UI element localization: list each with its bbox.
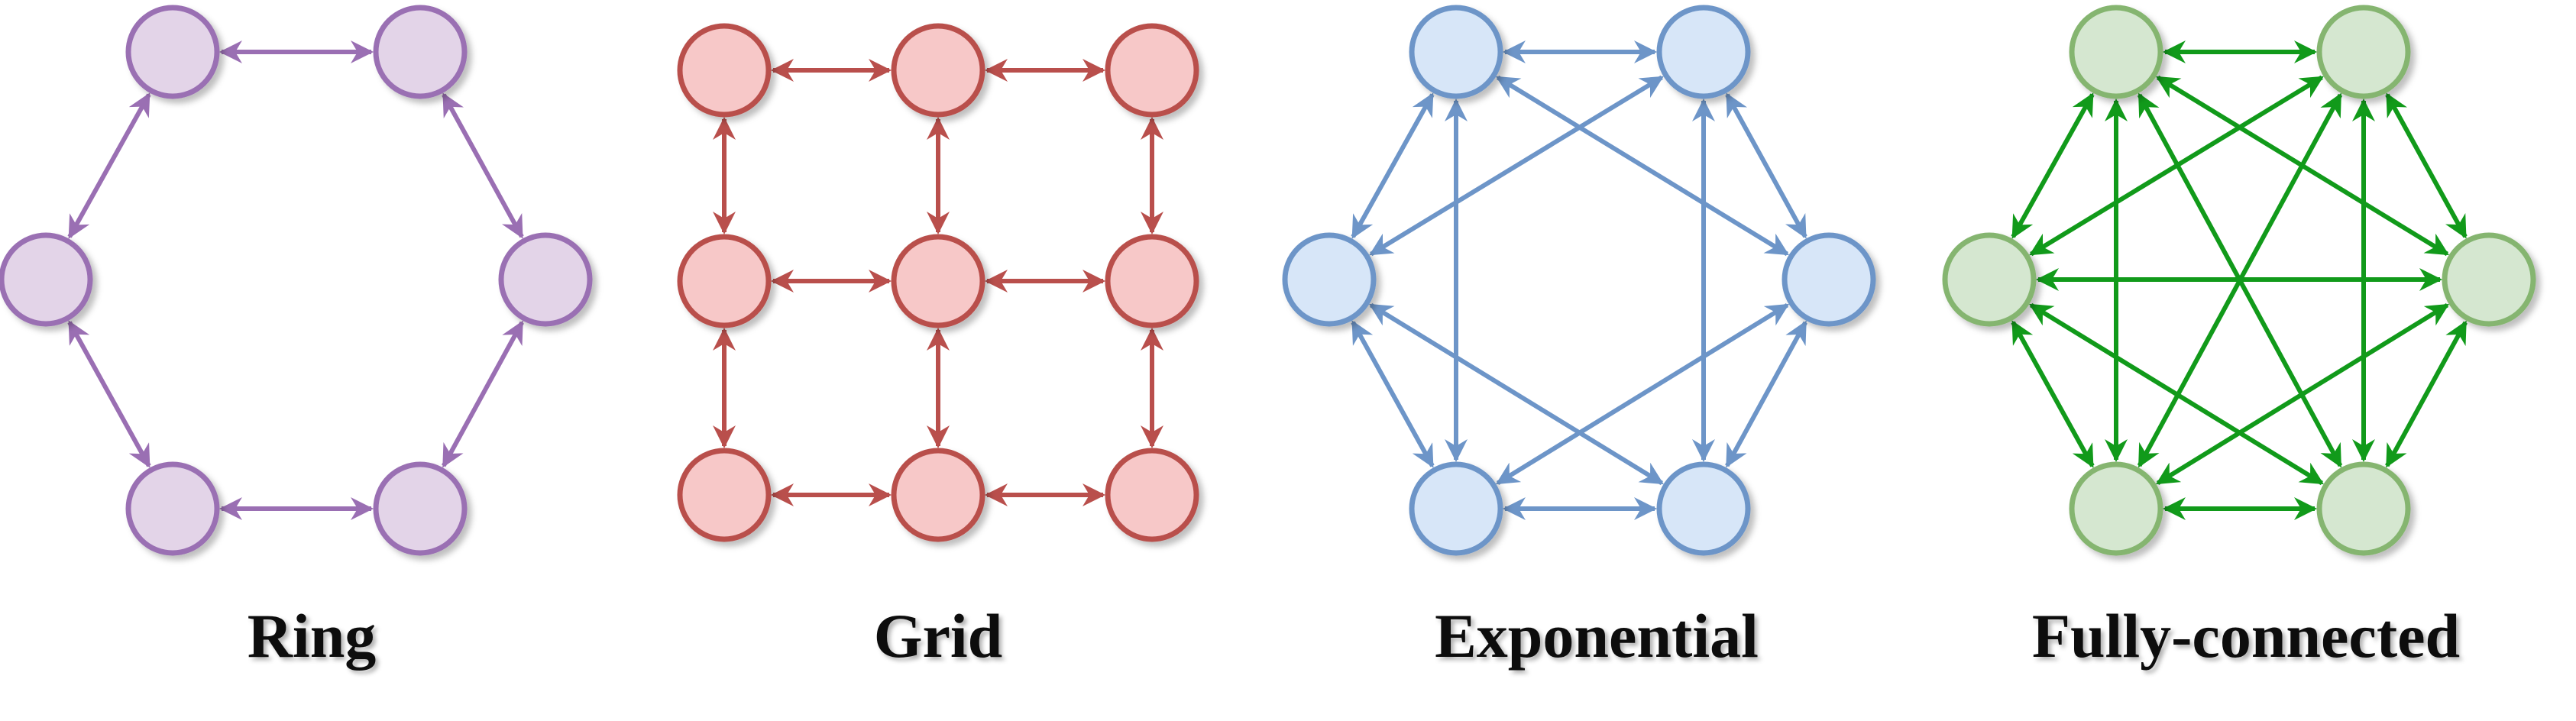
fully-connected-topology: Fully-connected (1942, 5, 2536, 671)
exponential-edge (1369, 302, 1664, 486)
ring-node (0, 232, 93, 327)
fully-connected-label: Fully-connected (2032, 601, 2460, 671)
grid-nodes (677, 23, 1199, 542)
exponential-node (1409, 5, 1503, 99)
exponential-edge (1351, 320, 1435, 468)
grid-topology: Grid (677, 23, 1199, 671)
exponential-node (1782, 232, 1876, 327)
fully-connected-node (1942, 232, 2037, 327)
exponential-node (1409, 461, 1503, 556)
exponential-edge (1495, 302, 1790, 486)
exponential-node (1656, 461, 1751, 556)
exponential-edge (1369, 75, 1664, 257)
fully-connected-edge (2029, 302, 2324, 486)
fully-connected-node (2316, 461, 2411, 556)
exponential-label: Exponential (1435, 601, 1759, 671)
ring-label: Ring (248, 601, 377, 671)
exponential-edges (1351, 40, 1807, 520)
exponential-nodes (1282, 5, 1876, 556)
fully-connected-nodes (1942, 5, 2536, 556)
grid-node (891, 234, 985, 328)
ring-nodes (0, 5, 593, 556)
grid-node (677, 23, 772, 118)
ring-edge (442, 320, 524, 468)
ring-node (498, 232, 593, 327)
ring-node (373, 5, 468, 99)
fully-connected-edges (2011, 40, 2468, 520)
exponential-edge (1725, 92, 1807, 239)
ring-topology: Ring (0, 5, 593, 671)
grid-node (1105, 234, 1199, 328)
grid-node (1105, 23, 1199, 118)
exponential-node (1656, 5, 1751, 99)
ring-node (373, 461, 468, 556)
exponential-edge (1725, 320, 1807, 468)
ring-node (125, 5, 220, 99)
exponential-edge (1496, 75, 1789, 257)
ring-edges (67, 40, 524, 520)
grid-node (677, 234, 772, 328)
ring-node (125, 461, 220, 556)
fully-connected-node (2316, 5, 2411, 99)
grid-node (677, 448, 772, 542)
exponential-topology: Exponential (1282, 5, 1876, 671)
grid-node (891, 448, 985, 542)
fully-connected-node (2069, 5, 2163, 99)
ring-edge (67, 92, 151, 239)
fully-connected-edge (2155, 302, 2450, 486)
grid-node (1105, 448, 1199, 542)
grid-edges (713, 59, 1163, 506)
grid-node (891, 23, 985, 118)
fully-connected-node (2069, 461, 2163, 556)
ring-edge (67, 320, 151, 468)
exponential-node (1282, 232, 1377, 327)
exponential-edge (1351, 92, 1435, 239)
grid-label: Grid (874, 601, 1003, 671)
fully-connected-edge (2029, 75, 2324, 257)
fully-connected-edge (2011, 92, 2095, 239)
fully-connected-edge (2385, 92, 2468, 239)
ring-edge (442, 92, 524, 239)
fully-connected-edge (2011, 320, 2095, 468)
fully-connected-edge (2385, 320, 2468, 468)
fully-connected-node (2442, 232, 2536, 327)
